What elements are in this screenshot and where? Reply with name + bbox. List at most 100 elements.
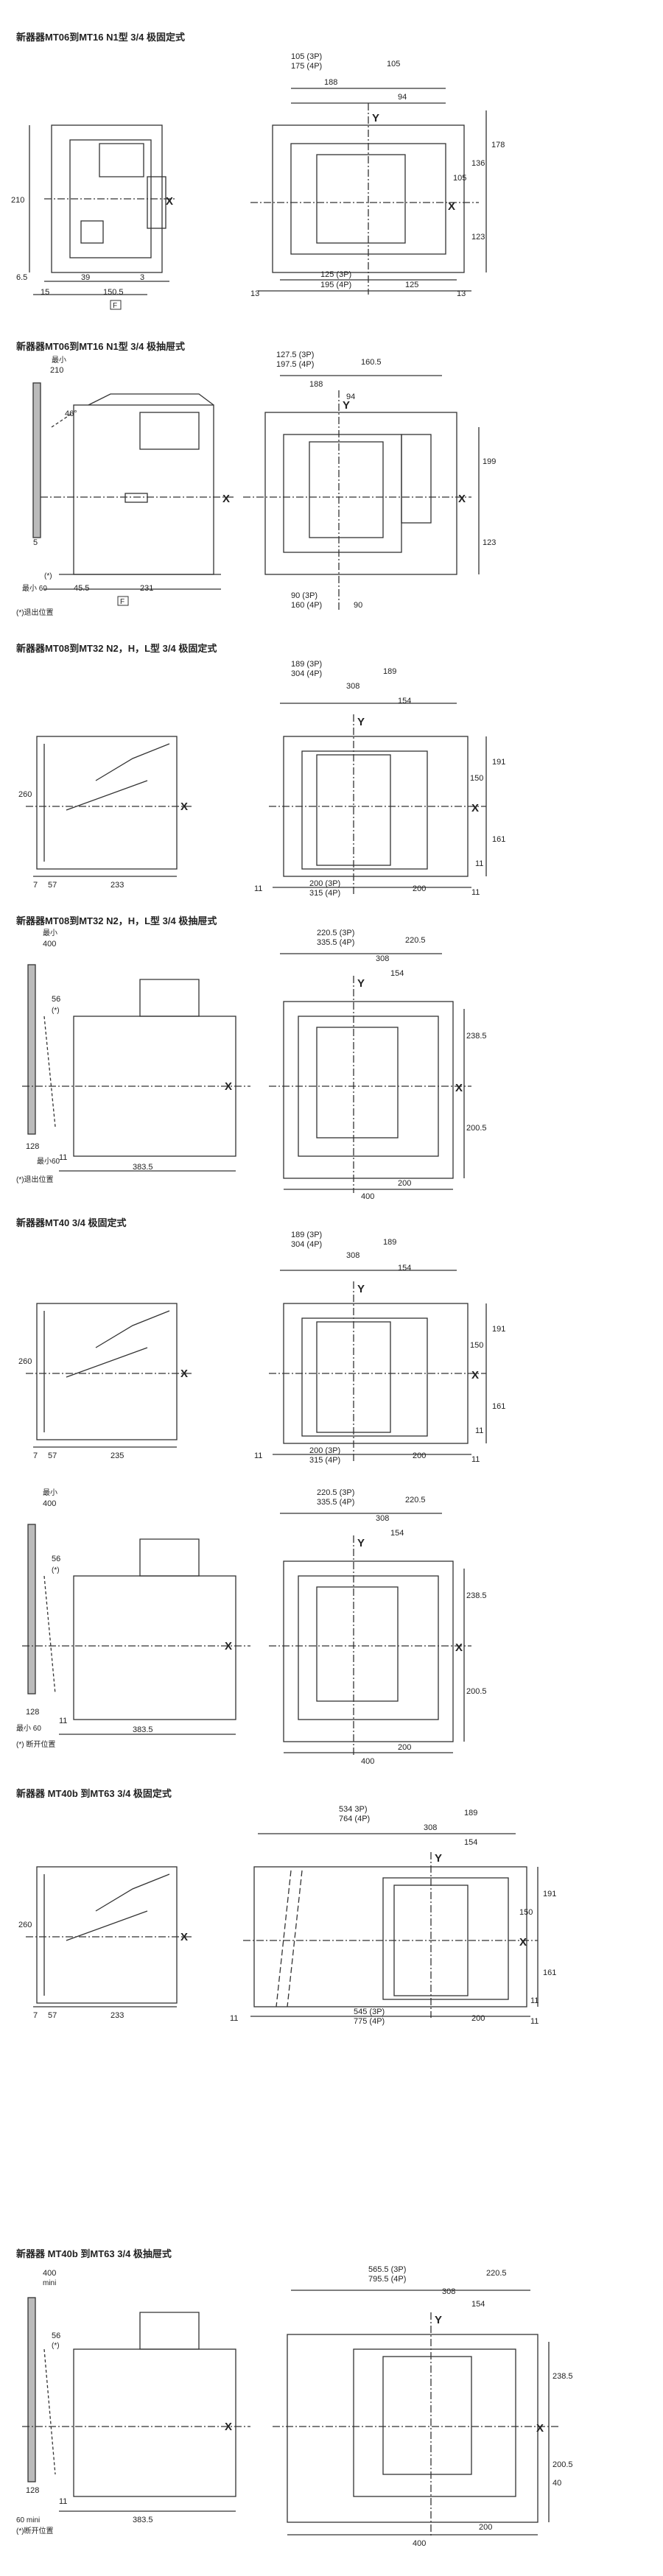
dim-label: 90 (3P) — [291, 591, 318, 600]
dim-label: 11 — [254, 884, 262, 893]
dim-label: 188 — [324, 78, 337, 87]
section-7: 新器器 MT40b 到MT63 3/4 极固定式 260 7 57 233 X — [0, 1782, 663, 2026]
dim-label: 220.5 — [486, 2269, 507, 2278]
badge-f: F — [113, 302, 117, 310]
side-view — [26, 736, 192, 877]
section-title: 新器器 MT40b 到MT63 3/4 极固定式 — [16, 1788, 172, 1799]
dim-label: (*) — [52, 1007, 60, 1015]
front-view — [243, 375, 480, 611]
dim-label: 335.5 (4P) — [317, 938, 354, 947]
axis-y-mark: Y — [435, 1852, 442, 1865]
dim-label: 260 — [18, 1921, 32, 1929]
dim-label: mini — [43, 2279, 56, 2287]
side-view — [29, 124, 177, 295]
dim-label: 94 — [346, 393, 355, 401]
section-6: 最小 400 56 (*) 128 最小 60 11 383.5 X (*) 断… — [0, 1480, 663, 1782]
dim-label: 最小 60 — [22, 584, 47, 593]
axis-x-mark: X — [448, 200, 455, 213]
badge-f: F — [120, 598, 124, 606]
dim-label: 189 (3P) — [291, 1231, 322, 1239]
dim-label: 220.5 — [405, 936, 426, 945]
dim-label: 15 — [41, 288, 49, 297]
footnote: (*) 断开位置 — [16, 1739, 55, 1749]
dim-label: 383.5 — [133, 1163, 153, 1172]
side-view — [22, 1524, 250, 1735]
dim-label: 154 — [398, 697, 411, 705]
dim-label: 383.5 — [133, 1725, 153, 1734]
dim-label: 200 — [413, 884, 426, 893]
dim-label: 60 mini — [16, 2516, 40, 2524]
axis-y-mark: Y — [372, 112, 379, 124]
dim-label: 11 — [59, 2497, 67, 2506]
dim-label: 308 — [376, 954, 389, 963]
dim-label: 160.5 — [361, 358, 382, 367]
dim-label: 200 — [479, 2523, 492, 2532]
dim-label: 154 — [398, 1264, 411, 1273]
side-view — [22, 964, 250, 1172]
dim-label: 200 (3P) — [309, 1446, 340, 1455]
dim-label: 150 — [470, 1341, 483, 1350]
dim-label: 161 — [543, 1968, 556, 1977]
dim-label: 125 — [405, 281, 418, 289]
axis-x-mark: X — [455, 1641, 463, 1654]
section-title: 新器器MT06到MT16 N1型 3/4 极抽屉式 — [16, 341, 185, 352]
dim-label: 565.5 (3P) — [368, 2265, 406, 2274]
dim-label: 308 — [424, 1823, 437, 1832]
dim-label: 220.5 (3P) — [317, 1488, 354, 1497]
axis-x-mark: X — [225, 1640, 232, 1653]
axis-x-mark: X — [471, 802, 479, 814]
dim-label: 105 — [387, 60, 400, 68]
front-view — [250, 88, 487, 295]
front-view — [269, 953, 471, 1193]
dim-label: 150 — [470, 774, 483, 783]
dim-label: 195 (4P) — [320, 281, 351, 289]
dim-label: 534 3P) — [339, 1805, 368, 1814]
dim-label: 188 — [309, 380, 323, 389]
dim-label: 57 — [48, 881, 57, 890]
dim-label: 3 — [140, 273, 144, 282]
dim-label: 400 — [361, 1757, 374, 1766]
dim-label: 199 — [483, 457, 496, 466]
axis-x-mark: X — [180, 1931, 188, 1943]
dim-label: 125 (3P) — [320, 270, 351, 279]
note-mark: (*) — [44, 572, 52, 580]
drawing-drawout-mt06-mt16: 最小 210 46° 5 最小 60 45.5 231 X (*) F (*)退… — [16, 351, 496, 617]
dim-label: 11 — [475, 859, 483, 868]
axis-x-mark: X — [455, 1082, 463, 1094]
dim-label: 最小 60 — [16, 1724, 41, 1733]
footnote: (*)断开位置 — [16, 2526, 54, 2535]
drawing-drawout-mt40: 最小 400 56 (*) 128 最小 60 11 383.5 X (*) 断… — [16, 1488, 487, 1766]
section-title: 新器器MT06到MT16 N1型 3/4 极固定式 — [16, 32, 185, 43]
dim-label: 400 — [413, 2539, 426, 2548]
dim-label: 191 — [543, 1890, 556, 1898]
drawing-fixed-mt06-mt16: 210 6.5 39 3 15 150.5 X F 105 (3P) 175 (… — [11, 52, 505, 310]
dim-label: 189 (3P) — [291, 660, 322, 669]
drawing-fixed-mt40: 260 7 57 235 X 189 (3P) 304 (4P) 189 308… — [18, 1231, 505, 1465]
axis-x-mark: X — [536, 2422, 544, 2435]
dim-label: 154 — [464, 1838, 477, 1847]
dim-label: 200.5 — [552, 2460, 573, 2469]
front-view — [269, 703, 487, 895]
dim-label: 200.5 — [466, 1687, 487, 1696]
dim-label: 11 — [59, 1717, 67, 1725]
dim-label: 154 — [390, 1529, 404, 1538]
drawing-fixed-mt08-mt32: 260 7 57 233 X 189 (3P) 304 (4P) 189 308… — [18, 660, 505, 898]
section-title: 新器器 MT40b 到MT63 3/4 极抽屉式 — [16, 2248, 172, 2259]
dim-label: 最小 — [52, 356, 66, 365]
dim-label: 775 (4P) — [354, 2017, 385, 2026]
dim-label: 128 — [26, 2486, 39, 2495]
dim-label: 128 — [26, 1142, 39, 1151]
dim-label: 191 — [492, 1325, 505, 1334]
axis-x-mark: X — [471, 1369, 479, 1382]
drawing-fixed-mt40b-mt63: 260 7 57 233 X 534 3P) 764 (4P) 189 308 … — [18, 1805, 556, 2026]
dim-label: 11 — [254, 1451, 262, 1460]
side-view — [32, 382, 236, 590]
dim-label: 90 — [354, 601, 362, 610]
dim-label: 260 — [18, 1357, 32, 1366]
dim-label: 57 — [48, 2011, 57, 2020]
side-view — [22, 2297, 250, 2512]
dim-label: 5 — [33, 538, 38, 547]
dim-label: 238.5 — [466, 1591, 487, 1600]
dim-label: 最小 — [43, 1488, 57, 1497]
dim-label: 189 — [464, 1809, 477, 1817]
